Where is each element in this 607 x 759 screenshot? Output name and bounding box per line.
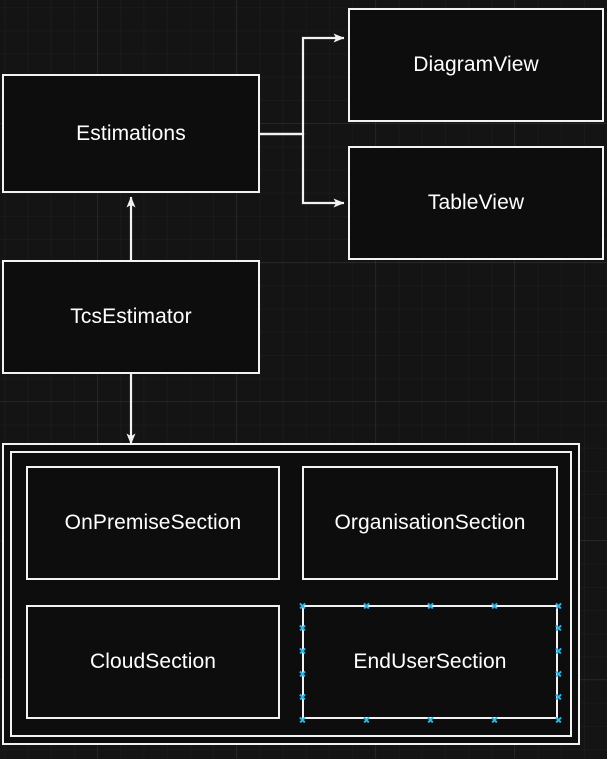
node-organisation-section[interactable]: OrganisationSection	[302, 466, 558, 580]
node-label-end-user-section: EndUserSection	[353, 650, 507, 673]
node-label-tcs-estimator: TcsEstimator	[70, 305, 192, 328]
edge-estimations-to-table-view[interactable]	[260, 132, 345, 208]
edge-estimations-to-diagram-view[interactable]	[260, 33, 345, 136]
node-label-organisation-section: OrganisationSection	[334, 511, 526, 534]
node-tcs-estimator[interactable]: TcsEstimator	[2, 260, 260, 374]
node-label-on-premise-section: OnPremiseSection	[64, 511, 242, 534]
node-table-view[interactable]: TableView	[348, 146, 604, 260]
node-label-diagram-view: DiagramView	[413, 53, 539, 76]
sections-container-inner-border	[10, 451, 572, 737]
node-label-cloud-section: CloudSection	[89, 650, 217, 673]
node-label-estimations: Estimations	[76, 121, 186, 145]
node-cloud-section[interactable]: CloudSection	[26, 605, 280, 719]
node-on-premise-section[interactable]: OnPremiseSection	[26, 466, 280, 580]
node-estimations[interactable]: Estimations	[2, 74, 260, 193]
node-end-user-section[interactable]: EndUserSection	[302, 605, 558, 719]
node-diagram-view[interactable]: DiagramView	[348, 8, 604, 122]
node-label-table-view: TableView	[427, 191, 525, 214]
